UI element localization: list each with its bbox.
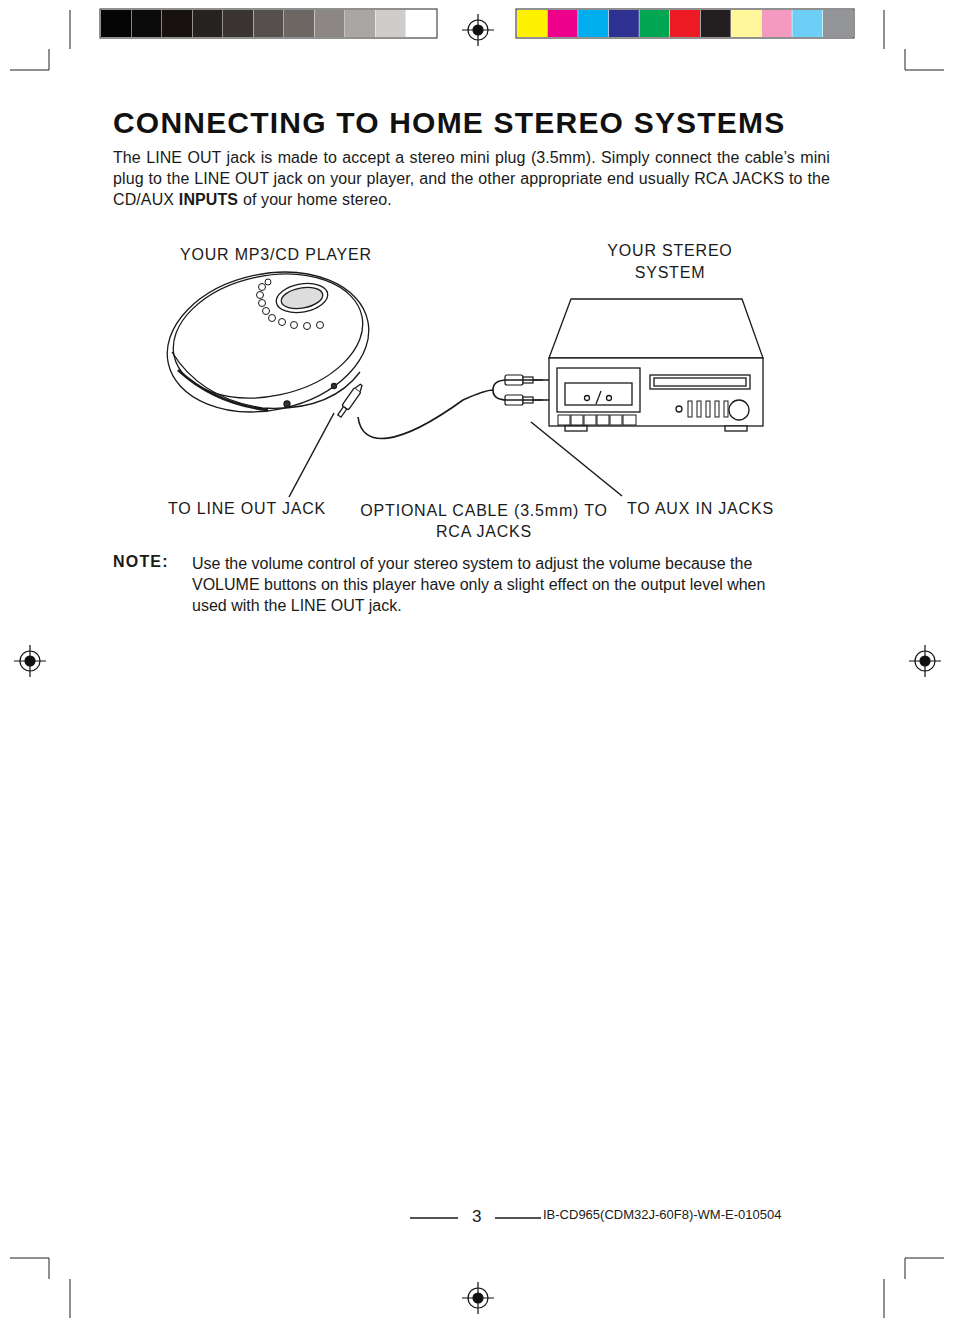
callout-label: OPTIONAL CABLE (3.5mm) TO RCA JACKS <box>358 500 610 542</box>
stereo-illustration <box>549 299 763 431</box>
leader-lines <box>289 413 622 497</box>
callout-label: TO AUX IN JACKS <box>627 500 774 518</box>
gray-bar <box>100 9 437 38</box>
device-label: YOUR STEREO SYSTEM <box>595 240 745 284</box>
note-text: Use the volume control of your stereo sy… <box>192 553 804 616</box>
cd-player-illustration <box>154 254 382 429</box>
device-node: YOUR MP3/CD PLAYER <box>160 242 392 417</box>
audio-cable <box>358 380 549 439</box>
page-title: CONNECTING TO HOME STEREO SYSTEMS <box>113 106 785 140</box>
registration-marks <box>14 14 941 1314</box>
device-label: YOUR MP3/CD PLAYER <box>180 244 392 266</box>
callout-label: TO LINE OUT JACK <box>168 500 326 518</box>
intro-text: of your home stereo. <box>243 191 392 208</box>
page-number: 3 <box>472 1207 481 1227</box>
note-heading: NOTE: <box>113 553 169 571</box>
intro-text: INPUTS <box>179 191 238 208</box>
color-bar <box>516 9 854 38</box>
intro-paragraph: The LINE OUT jack is made to accept a st… <box>113 147 830 210</box>
document-code: IB-CD965(CDM32J-60F8)-WM-E-010504 <box>543 1207 781 1222</box>
crop-marks <box>10 10 944 1318</box>
device-node: YOUR STEREO SYSTEM <box>549 240 765 432</box>
